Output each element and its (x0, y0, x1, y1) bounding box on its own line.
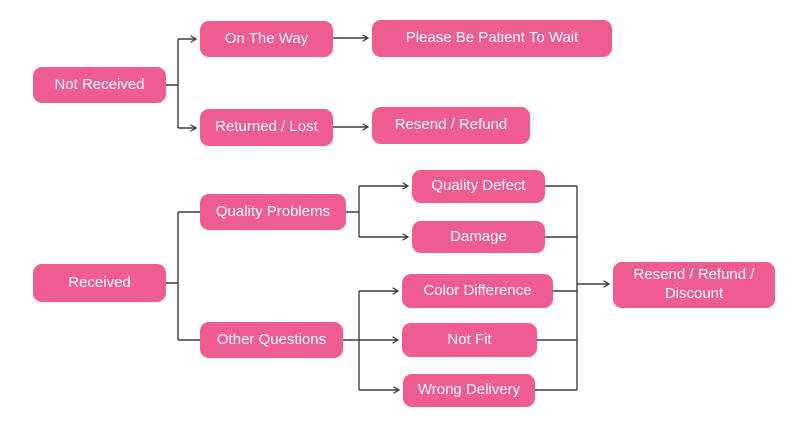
node-wrong-delivery: Wrong Delivery (403, 374, 535, 407)
node-not-fit: Not Fit (402, 323, 537, 357)
node-quality-defect: Quality Defect (412, 170, 545, 203)
node-not-received: Not Received (33, 67, 166, 103)
node-on-the-way: On The Way (200, 21, 333, 57)
node-returned-lost: Returned / Lost (200, 109, 333, 146)
node-damage: Damage (412, 221, 545, 253)
node-resend-refund: Resend / Refund (372, 107, 530, 144)
node-please-be-patient: Please Be Patient To Wait (372, 20, 612, 57)
node-other-questions: Other Questions (200, 322, 343, 358)
node-color-difference: Color Difference (402, 274, 553, 308)
node-quality-problems: Quality Problems (200, 194, 346, 230)
node-received: Received (33, 264, 166, 302)
node-resend-refund-discount: Resend / Refund / Discount (613, 262, 775, 308)
